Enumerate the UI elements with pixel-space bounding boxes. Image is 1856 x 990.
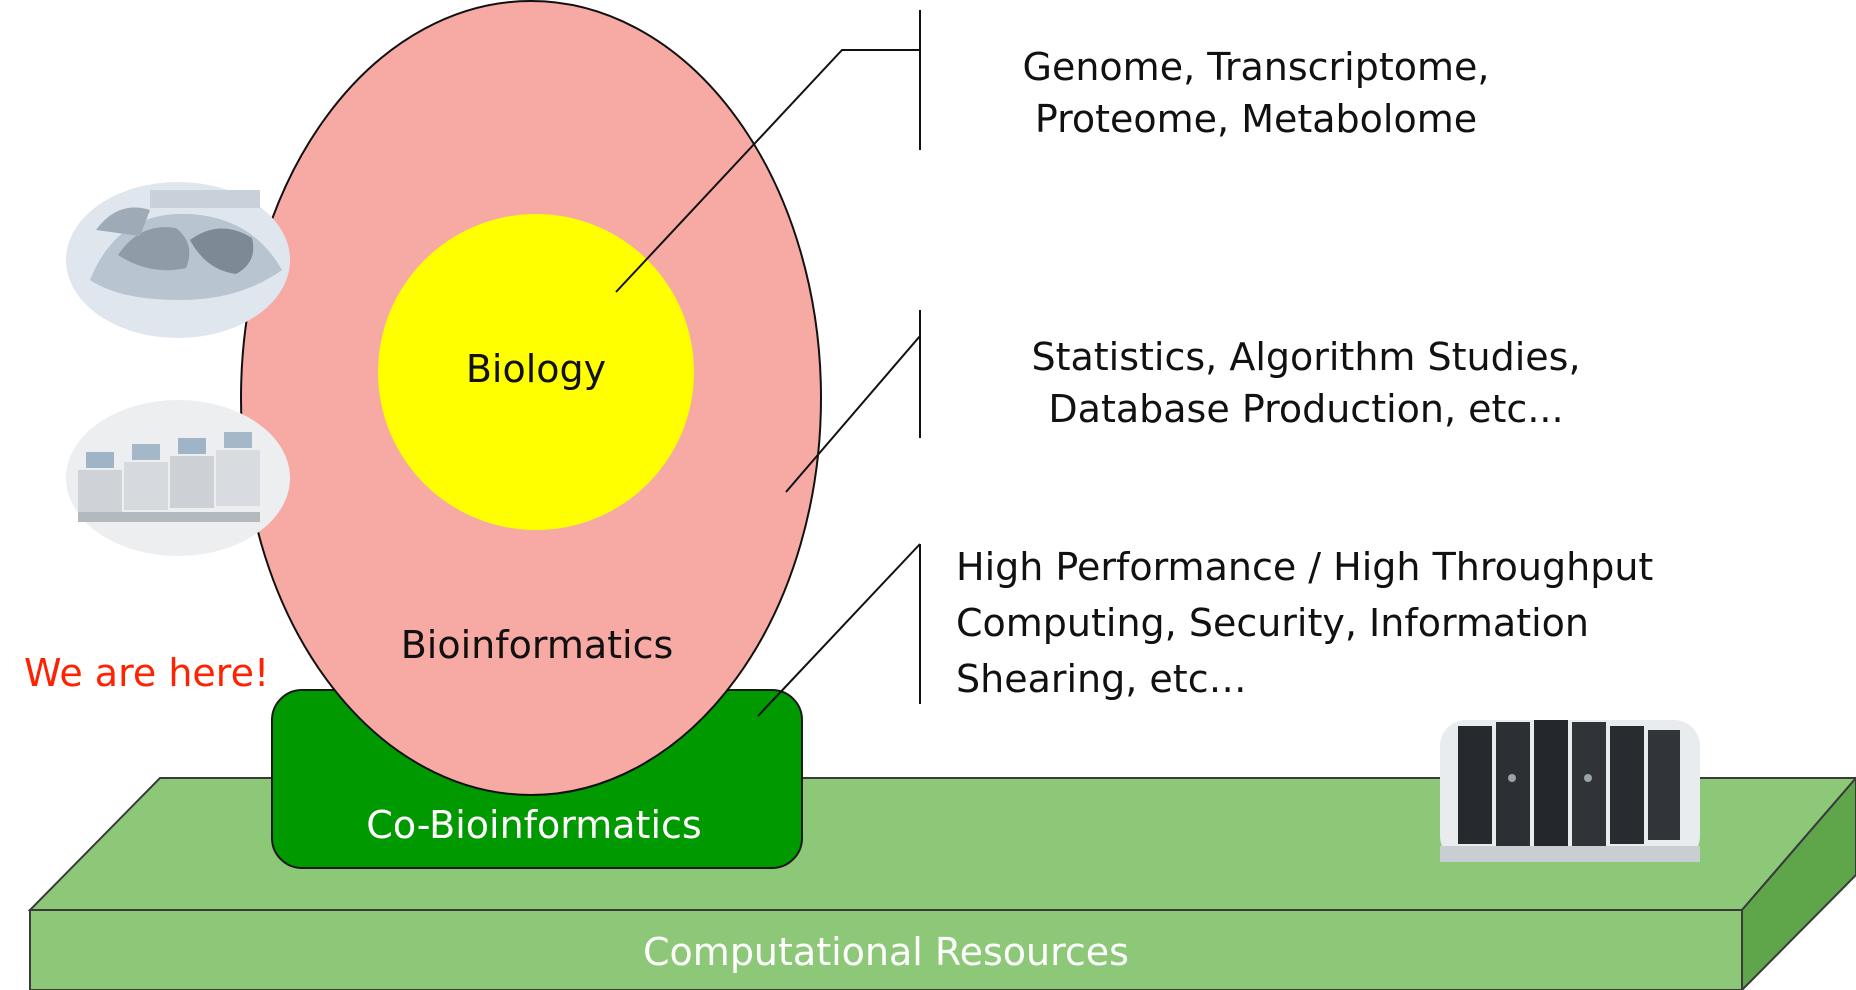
omics-annotation: Genome, Transcriptome, — [1023, 45, 1490, 89]
infra-leader-line — [757, 543, 921, 717]
research-facility-icon — [66, 182, 290, 338]
biology-yolk — [378, 214, 694, 530]
infra-annotation-line2: Computing, Security, Information — [956, 601, 1589, 645]
methods-leader-line — [785, 335, 921, 493]
biology-label: Biology — [466, 347, 606, 391]
omics-annotation-line2: Proteome, Metabolome — [1035, 97, 1477, 141]
infra-annotation: High Performance / High Throughput — [956, 545, 1653, 589]
leader-lines — [615, 10, 921, 717]
computational-resources-label: Computational Resources — [643, 930, 1129, 974]
we-are-here-label: We are here! — [24, 651, 269, 695]
omics-leader-line — [615, 49, 920, 293]
methods-annotation: Statistics, Algorithm Studies, — [1031, 335, 1580, 379]
co-bioinformatics-label: Co-Bioinformatics — [366, 803, 701, 847]
platform-front — [29, 909, 1743, 990]
infra-annotation-line3: Shearing, etc… — [956, 657, 1247, 701]
sequencer-machines-icon — [66, 400, 290, 556]
methods-annotation-line2: Database Production, etc... — [1048, 387, 1563, 431]
supercomputer-racks-icon — [1440, 720, 1700, 862]
bioinformatics-label: Bioinformatics — [401, 623, 674, 667]
